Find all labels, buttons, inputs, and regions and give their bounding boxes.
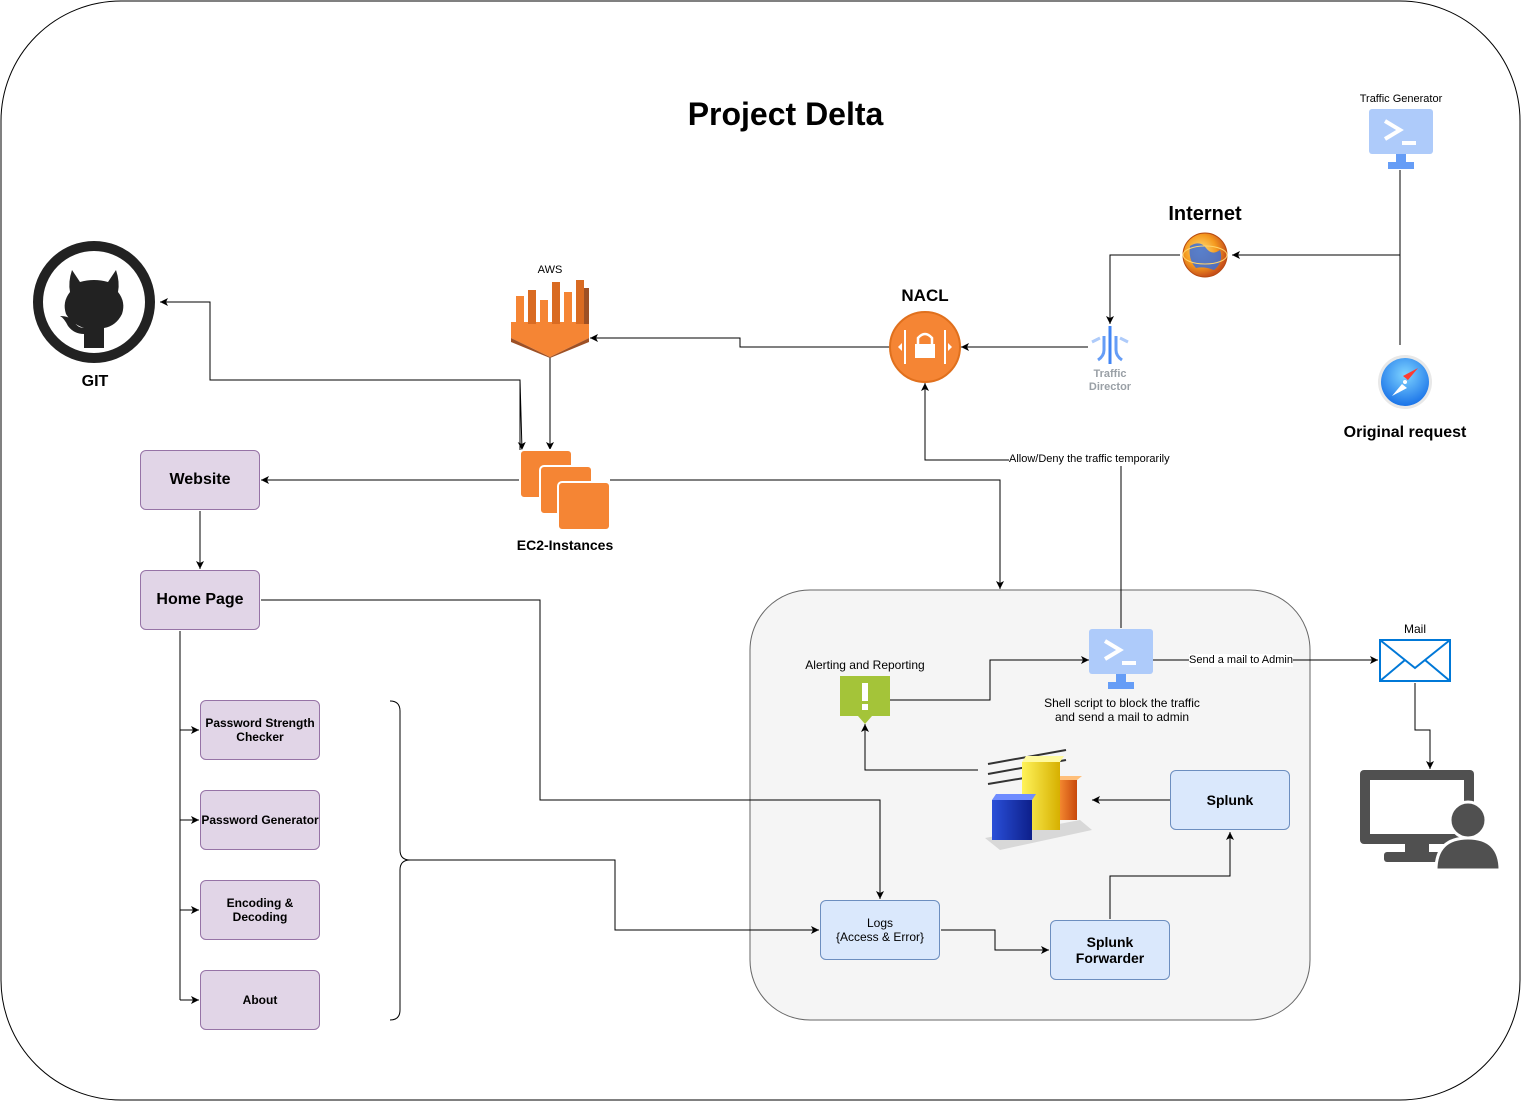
allow-deny-edge-label: Allow/Deny the traffic temporarily [1009,453,1170,466]
nacl-label: NACL [901,286,949,305]
mail-label: Mail [1403,622,1426,636]
edge-mail-admin [1414,683,1434,769]
edge-ec2-container [610,479,1004,589]
website-box[interactable]: Website [140,450,260,510]
splunk-label: Splunk [1206,792,1254,808]
logs-label: Logs {Access & Error} [835,916,925,944]
splunk-forwarder-box[interactable]: Splunk Forwarder [1050,920,1170,980]
website-label: Website [169,471,231,488]
about-box[interactable]: About [200,970,320,1030]
edge-nacl-aws [590,334,890,348]
git-label: GIT [81,373,109,390]
github-icon [33,241,155,363]
edge-internet-director [1106,254,1180,324]
traffic-director-label: Traffic Director [1088,368,1132,393]
shell-script-icon [1089,629,1153,689]
edge-logs-forwarder [941,929,1049,954]
alerting-label: Alerting and Reporting [805,658,925,672]
traffic-generator-label: Traffic Generator [1359,93,1443,105]
ec2-label: EC2-Instances [516,537,614,553]
about-label: About [242,993,278,1007]
edge-ec2-git [160,298,521,450]
traffic-director-icon [1091,326,1129,364]
logs-box[interactable]: Logs {Access & Error} [820,900,940,960]
encoding-label: Encoding & Decoding [226,896,294,924]
internet-globe-icon [1182,232,1228,278]
password-strength-label: Password Strength Checker [205,716,315,744]
send-mail-edge-label: Send a mail to Admin [1189,654,1293,667]
edge-forwarder-splunk [1109,832,1234,919]
splunk-forwarder-label: Splunk Forwarder [1075,934,1145,966]
original-request-label: Original request [1343,424,1467,441]
bar-chart-icon [985,749,1092,850]
edge-git-ec2 [517,379,526,451]
password-strength-box[interactable]: Password Strength Checker [200,700,320,760]
edge-chart-alerting [861,724,978,771]
nacl-lock-icon [889,311,961,383]
mail-envelope-icon [1379,639,1451,682]
splunk-box[interactable]: Splunk [1170,770,1290,830]
encoding-box[interactable]: Encoding & Decoding [200,880,320,940]
home-page-box[interactable]: Home Page [140,570,260,630]
internet-label: Internet [1168,203,1242,225]
safari-compass-icon [1378,355,1432,409]
edge-alerting-shell [890,656,1089,701]
aws-cloudwatch-icon [511,280,589,358]
edge-subpages-logs [410,859,819,934]
password-generator-box[interactable]: Password Generator [200,790,320,850]
password-generator-label: Password Generator [201,813,319,827]
admin-computer-icon [1360,770,1502,872]
edge-home-logs [261,599,884,899]
alert-icon [840,676,890,724]
home-page-label: Home Page [156,591,244,608]
ec2-instances-icon [519,449,611,531]
aws-label: AWS [537,264,563,276]
traffic-generator-icon [1369,109,1433,169]
diagram-title: Project Delta [687,96,884,132]
shell-script-label: Shell script to block the traffic and se… [1030,696,1214,725]
